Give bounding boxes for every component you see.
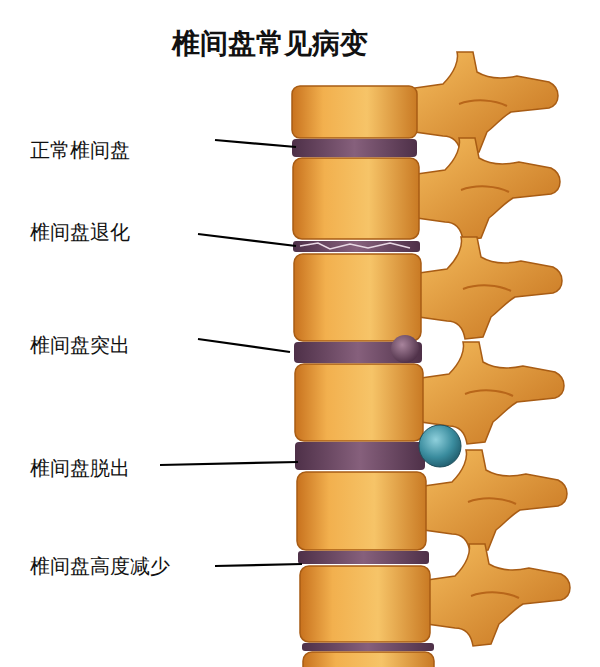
- diagram-title: 椎间盘常见病变: [172, 25, 368, 63]
- disc-label: 椎间盘退化: [30, 219, 130, 246]
- disc-label: 正常椎间盘: [30, 137, 130, 164]
- leader-lines: [160, 140, 302, 566]
- disc-label: 椎间盘高度减少: [30, 553, 170, 580]
- disc-label: 椎间盘脱出: [30, 455, 130, 482]
- disc-label: 椎间盘突出: [30, 332, 130, 359]
